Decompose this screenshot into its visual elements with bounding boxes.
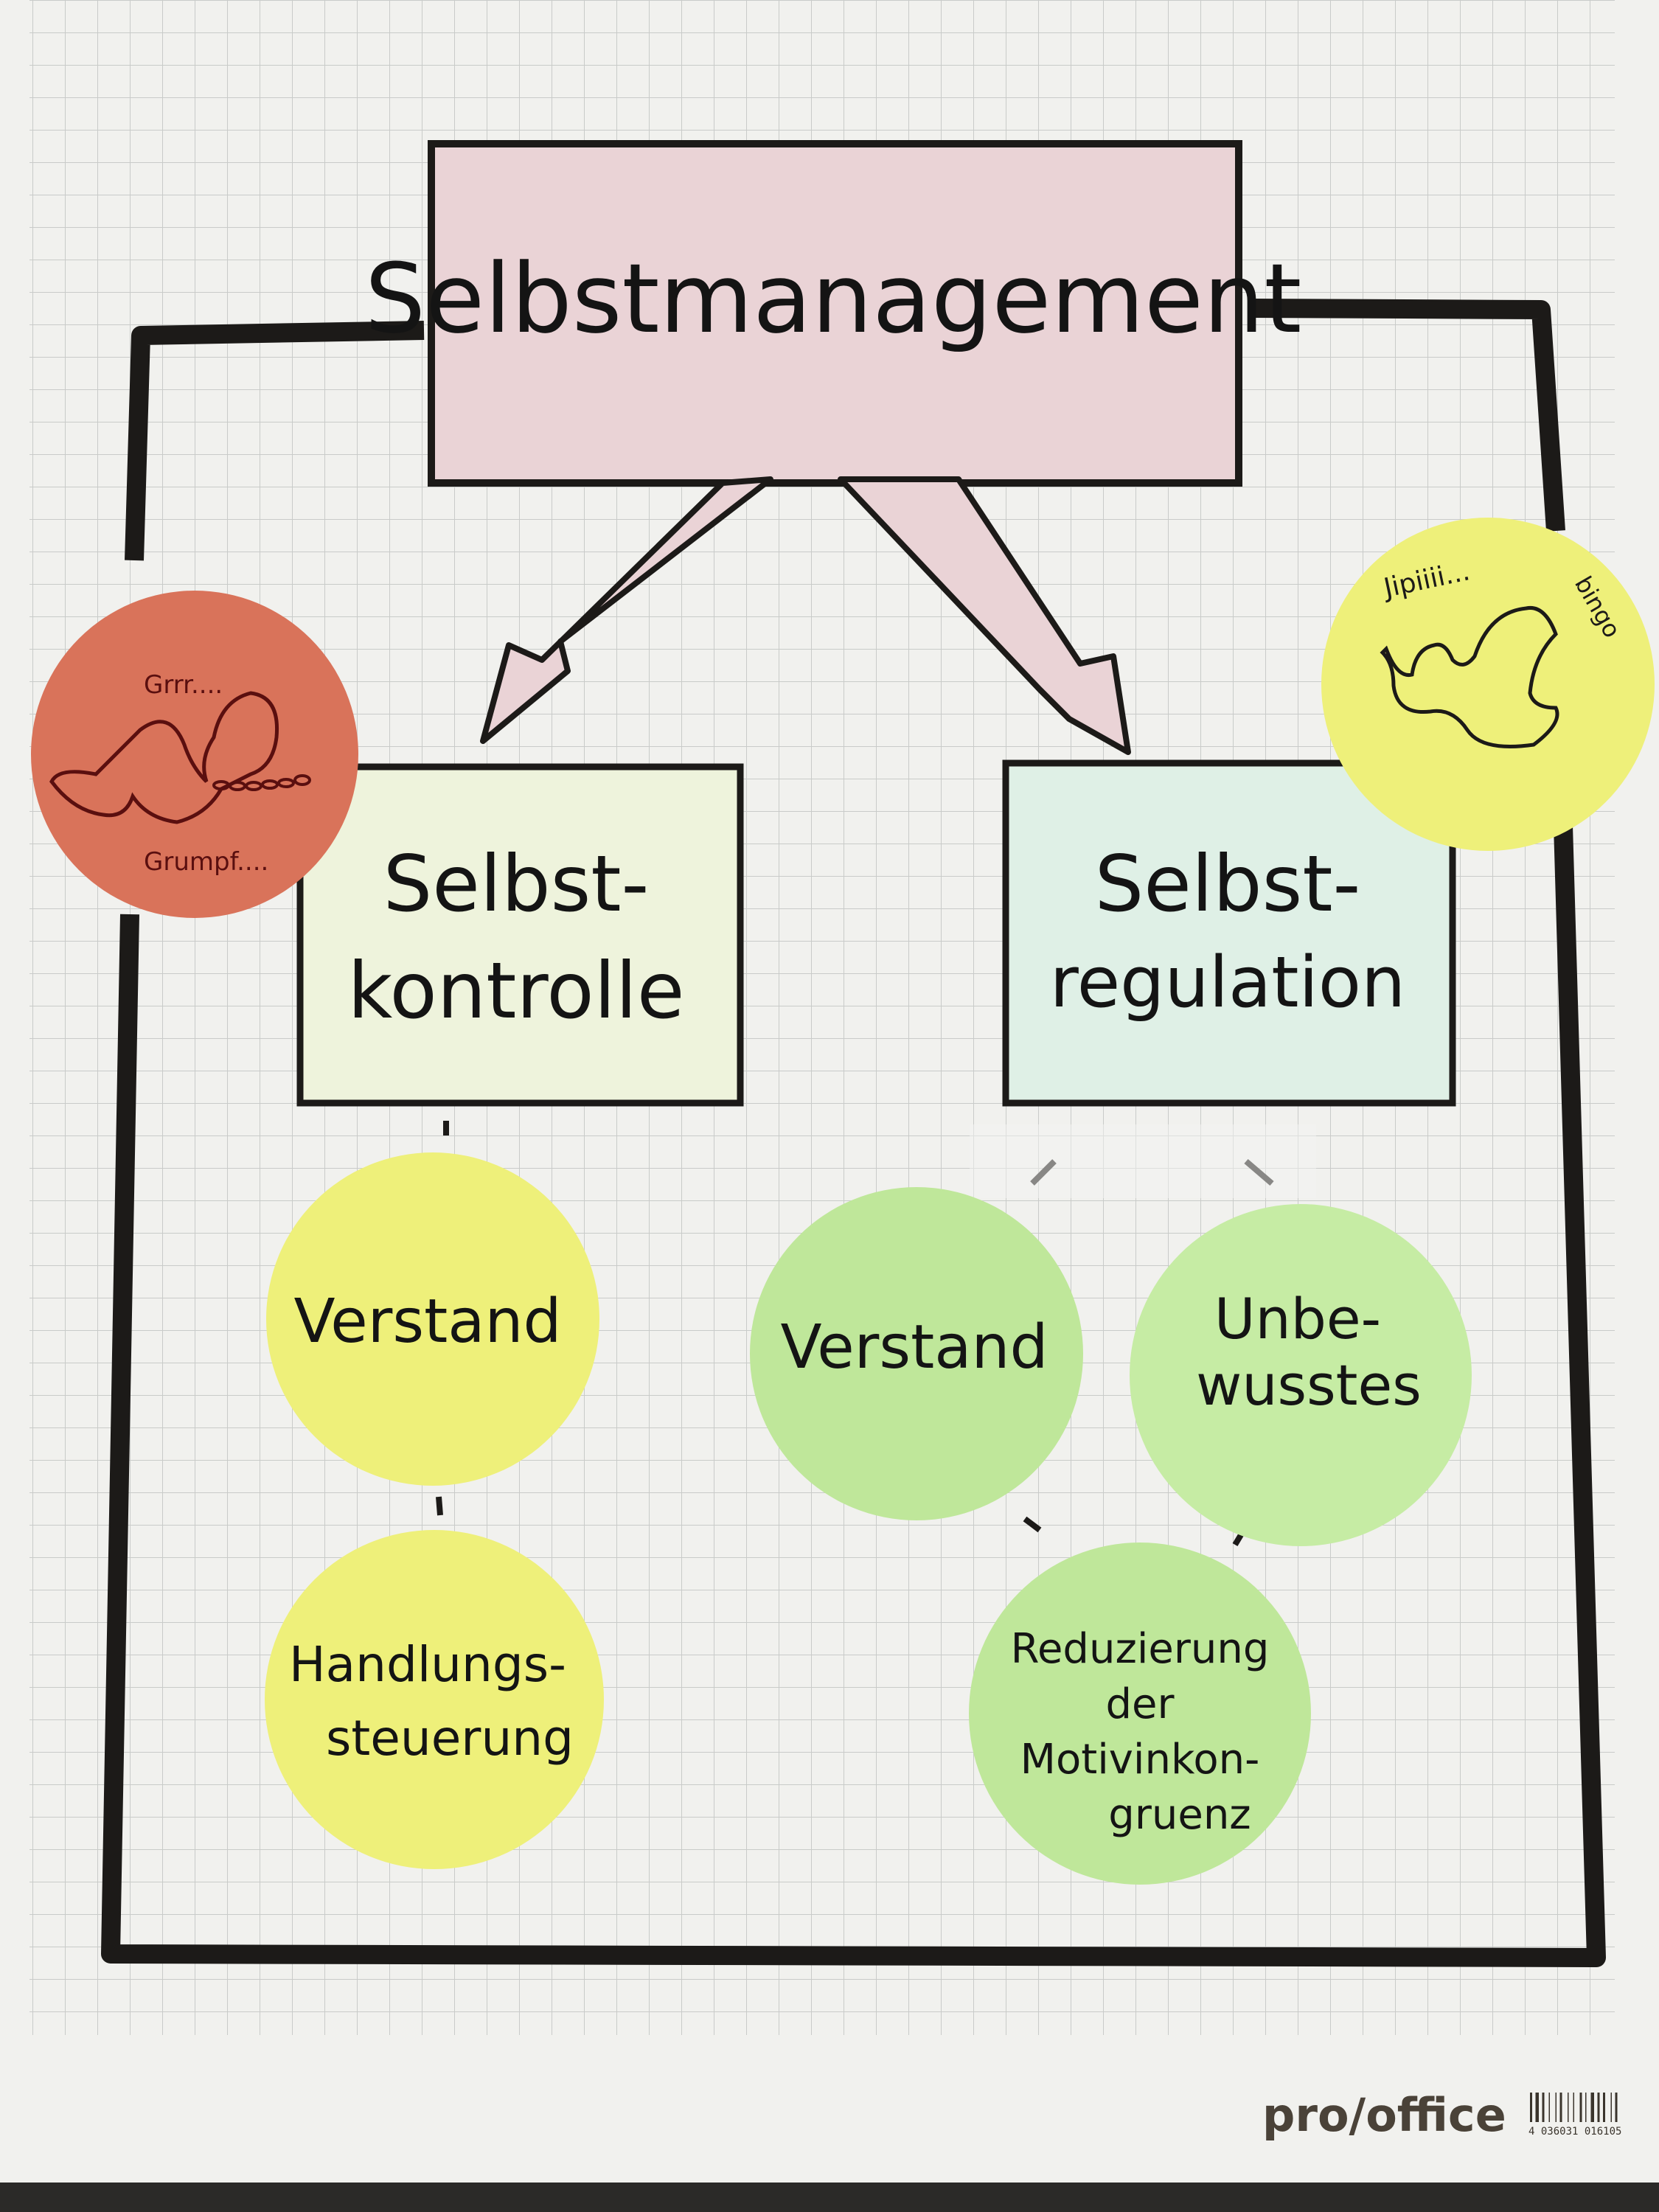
barcode-number: 4 036031 016105 (1528, 2126, 1621, 2138)
barcode-bar (1579, 2093, 1582, 2122)
node-handlungssteuerung: Handlungs- steuerung (265, 1530, 604, 1869)
barcode-bar (1568, 2093, 1569, 2122)
node-text-line2: wusstes (1196, 1352, 1422, 1418)
grumpy-worm-icon (49, 691, 279, 824)
barcode-bar (1573, 2093, 1574, 2122)
barcode-icon (1530, 2093, 1618, 2122)
node-regulation-verstand: Verstand (750, 1187, 1083, 1520)
arrow-to-selbstkontrolle (480, 476, 773, 744)
node-text-line2: der (1105, 1680, 1175, 1728)
barcode-bar (1597, 2093, 1600, 2122)
selbstkontrolle-box: Selbst- kontrolle (296, 763, 744, 1107)
paper-scrap (970, 1124, 1316, 1198)
node-reduzierung-motivinkongruenz: Reduzierung der Motivinkon- gruenz (969, 1543, 1311, 1885)
barcode-bar (1610, 2093, 1612, 2122)
selbstregulation-label-line2: regulation (1050, 942, 1406, 1023)
grumpy-worm-sticker: Grrr.... Grumpf.... (31, 591, 358, 918)
arrow-to-selbstregulation (838, 476, 1131, 755)
barcode-bar (1559, 2093, 1562, 2122)
barcode-bar (1542, 2093, 1545, 2122)
brand-logo: pro/office (1262, 2088, 1506, 2142)
barcode-bar (1615, 2093, 1618, 2122)
selbstregulation-label-line1: Selbst- (1095, 839, 1361, 929)
selbstkontrolle-label-line2: kontrolle (347, 946, 684, 1036)
barcode-bar (1530, 2093, 1532, 2122)
grumpy-text-top: Grrr.... (144, 670, 223, 700)
background-surface (0, 2183, 1659, 2212)
happy-worm-sticker: Jipiiii... bingo (1321, 518, 1655, 851)
happy-worm-icon (1380, 605, 1559, 748)
grumpy-text-bottom: Grumpf.... (144, 847, 268, 877)
outer-frame (101, 299, 1606, 1967)
node-unbewusstes: Unbe- wusstes (1130, 1204, 1472, 1546)
node-text-line1: Reduzierung (1011, 1625, 1270, 1673)
node-text-line2: steuerung (326, 1710, 574, 1767)
barcode-bar (1548, 2093, 1550, 2122)
barcode-bar (1555, 2093, 1557, 2122)
barcode-bar (1535, 2093, 1539, 2122)
node-text: Verstand (293, 1287, 561, 1357)
node-text-line3: Motivinkon- (1020, 1736, 1260, 1784)
title-text: Selbstmanagement (365, 243, 1302, 355)
node-text: Verstand (780, 1312, 1048, 1382)
node-text-line1: Handlungs- (289, 1636, 566, 1693)
node-text-line4: gruenz (1108, 1791, 1251, 1839)
barcode-bar (1603, 2093, 1605, 2122)
title-box: Selbstmanagement (365, 140, 1302, 487)
barcode-bar (1585, 2093, 1587, 2122)
node-text-line1: Unbe- (1214, 1286, 1381, 1352)
barcode-bar (1590, 2093, 1594, 2122)
node-kontrolle-verstand: Verstand (266, 1152, 599, 1486)
selbstkontrolle-label-line1: Selbst- (383, 839, 650, 929)
selbstregulation-box: Selbst- regulation (1002, 759, 1456, 1107)
